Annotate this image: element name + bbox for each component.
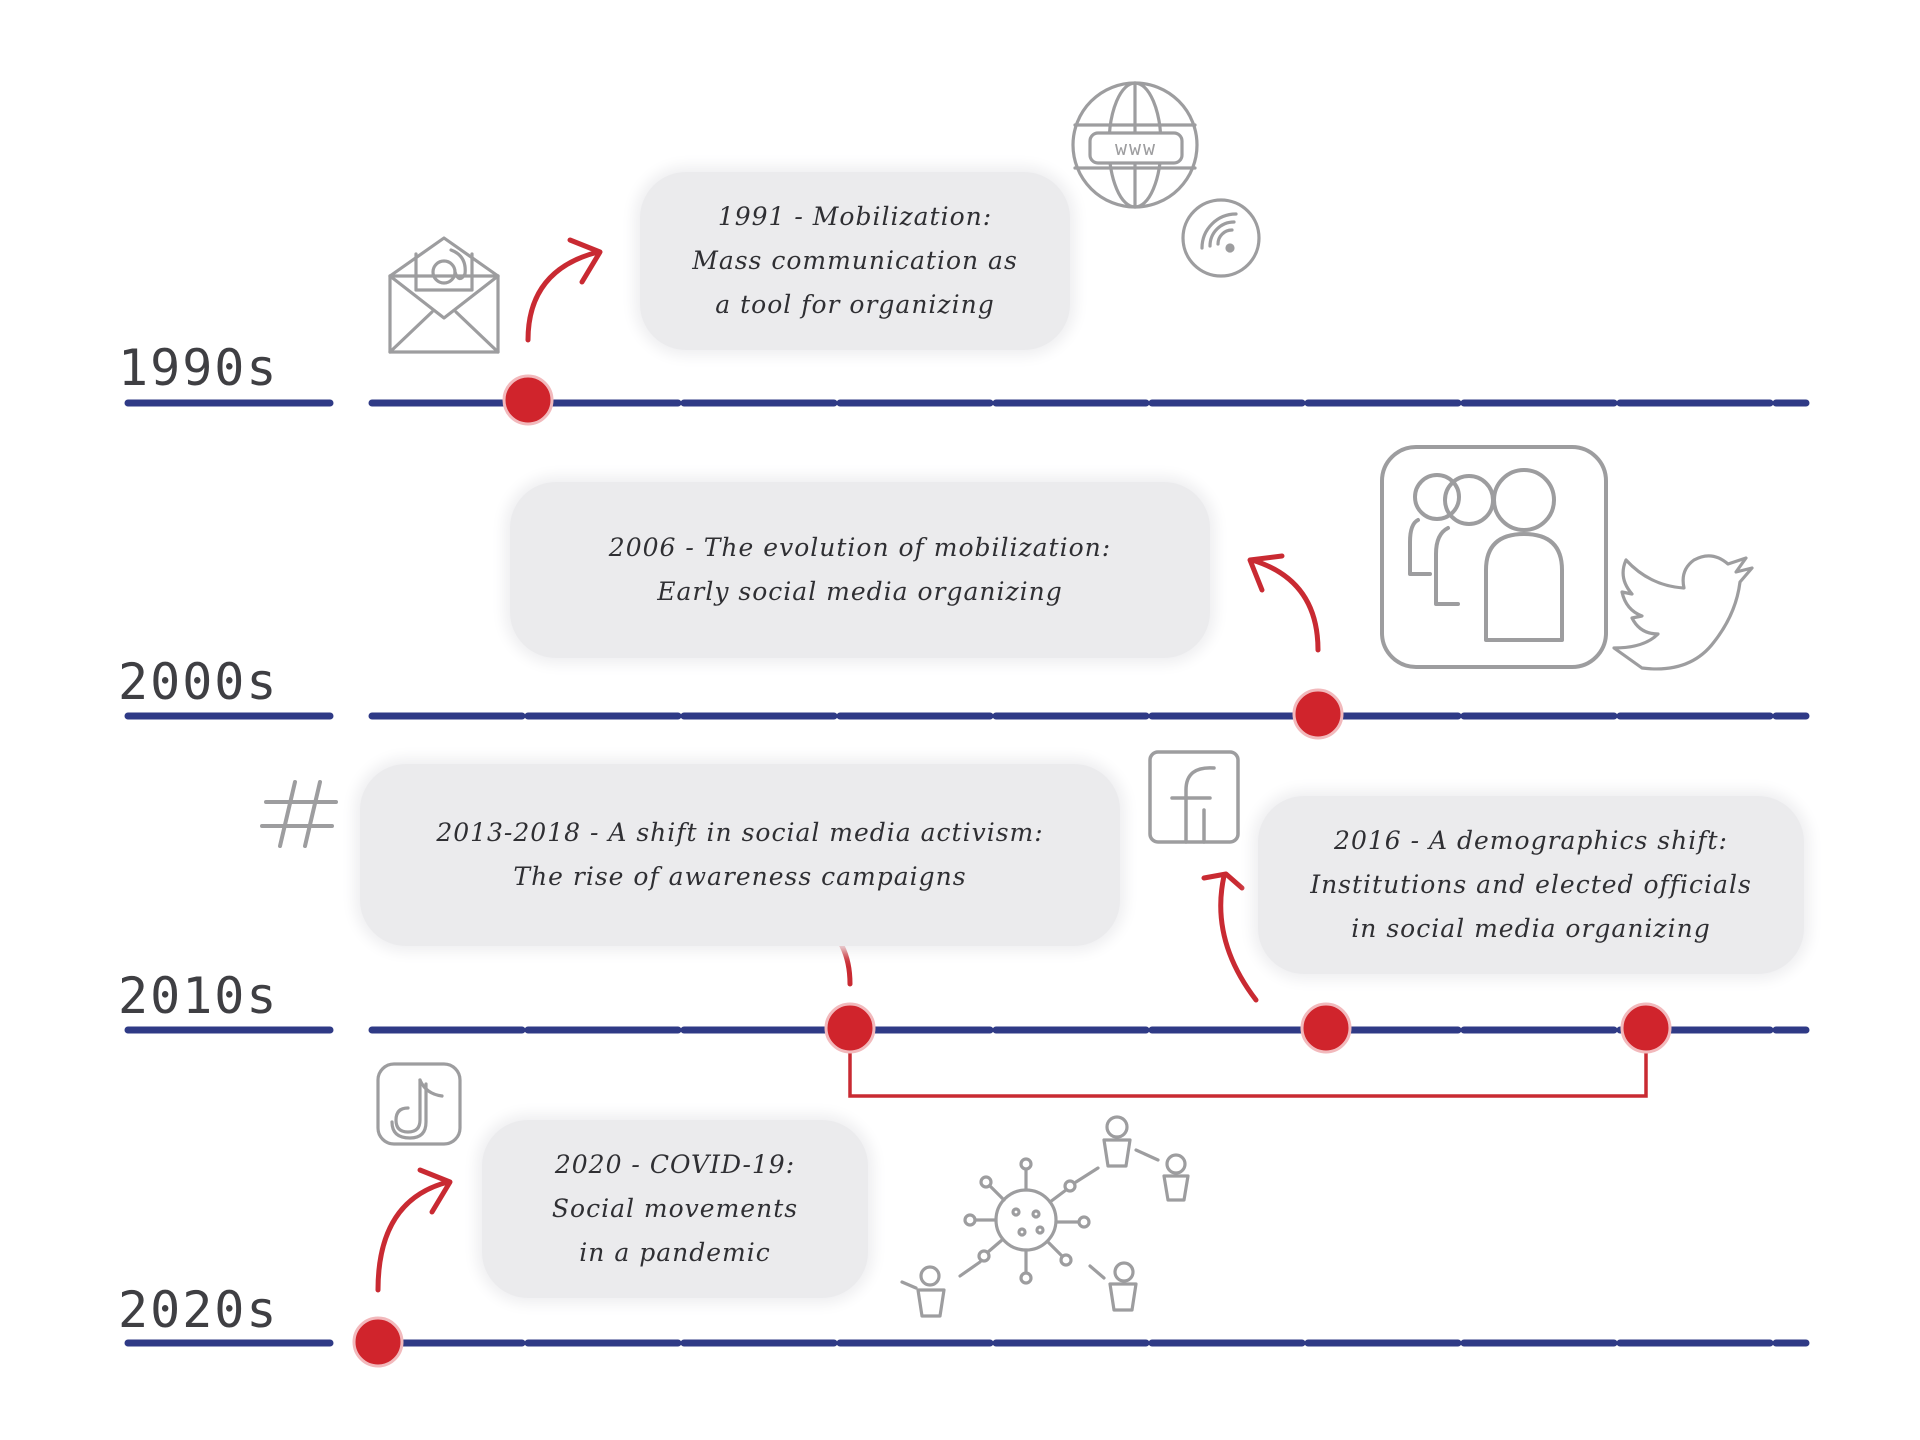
arrow-1991 (525, 249, 601, 343)
email-at-icon (388, 236, 500, 354)
tiktok-icon (376, 1062, 462, 1146)
facebook-icon (1148, 750, 1240, 844)
marker-2016 (1300, 1002, 1352, 1054)
event-2006-line-1: 2006 - The evolution of mobilization: (608, 533, 1112, 562)
event-2020-line-1: 2020 - COVID-19: (554, 1150, 796, 1179)
marker-2018 (1620, 1002, 1672, 1054)
event-1991-line-3: a tool for organizing (715, 290, 995, 319)
arrow-2006-head (1247, 553, 1285, 593)
event-card-2006: 2006 - The evolution of mobilization: Ea… (510, 482, 1210, 658)
hashtag-icon (260, 780, 338, 848)
arrow-2020 (375, 1179, 451, 1293)
decade-label-2000s: 2000s (118, 653, 279, 711)
marker-2013 (824, 1002, 876, 1054)
decade-label-2010s: 2010s (118, 967, 279, 1025)
event-card-2016: 2016 - A demographics shift: Institution… (1258, 796, 1804, 974)
event-2013-line-2: The rise of awareness campaigns (513, 862, 967, 891)
arrow-2006 (1249, 557, 1321, 653)
decade-label-2020s: 2020s (118, 1281, 279, 1339)
event-2020-line-3: in a pandemic (579, 1238, 771, 1267)
arrow-2020-head (417, 1167, 453, 1215)
event-card-2013-2018: 2013-2018 - A shift in social media acti… (360, 764, 1120, 946)
www-globe-icon: www (1071, 81, 1199, 209)
twitter-bird-icon (1612, 554, 1754, 671)
event-card-1991: 1991 - Mobilization: Mass communication … (640, 172, 1070, 350)
event-card-2020: 2020 - COVID-19: Social movements in a p… (482, 1120, 868, 1298)
marker-1991 (502, 374, 554, 426)
event-1991-line-2: Mass communication as (692, 246, 1018, 275)
marker-2006 (1292, 688, 1344, 740)
event-2020-line-2: Social movements (551, 1194, 799, 1223)
decade-label-1990s: 1990s (118, 339, 279, 397)
event-2006-line-2: Early social media organizing (657, 577, 1063, 606)
bracket-2013-2018 (848, 1038, 1648, 1098)
event-2016-line-3: in social media organizing (1351, 914, 1711, 943)
arrow-2016-head (1201, 871, 1245, 891)
event-2016-line-2: Institutions and elected officials (1310, 870, 1752, 899)
signal-icon (1181, 198, 1261, 278)
event-1991-line-1: 1991 - Mobilization: (717, 202, 993, 231)
event-2016-line-1: 2016 - A demographics shift: (1334, 826, 1728, 855)
myspace-people-icon (1380, 445, 1608, 669)
marker-2020 (352, 1316, 404, 1368)
arrow-2016 (1218, 873, 1259, 1003)
event-2013-line-1: 2013-2018 - A shift in social media acti… (436, 818, 1044, 847)
www-label: www (1115, 136, 1157, 160)
arrow-1991-head (567, 237, 603, 285)
virus-network-icon (900, 1115, 1190, 1318)
